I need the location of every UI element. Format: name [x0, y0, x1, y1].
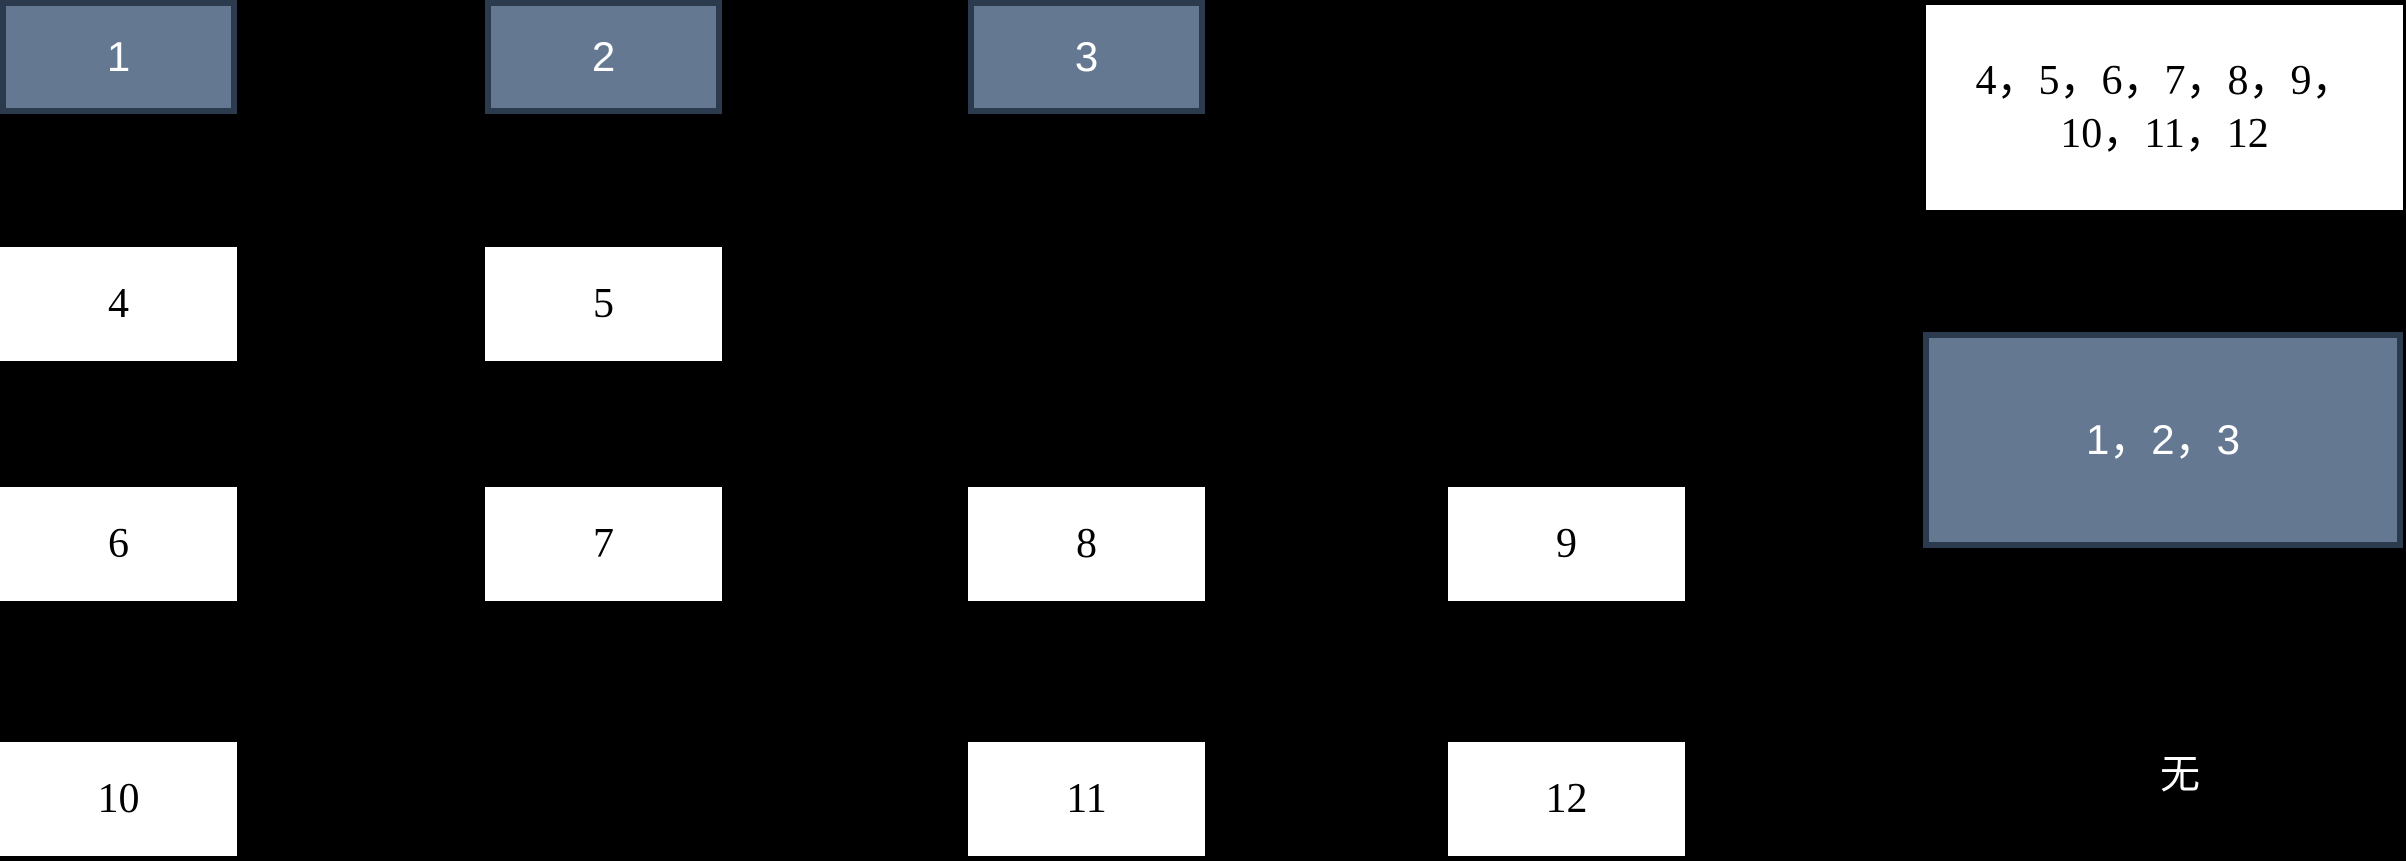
grid-cell-6[interactable]: 6: [0, 487, 237, 601]
grid-cell-11[interactable]: 11: [968, 742, 1205, 856]
selected-items-text: 1，2，3: [2085, 415, 2241, 463]
selected-items-panel: 1，2，3: [1923, 332, 2403, 548]
empty-state-note: 无: [2160, 753, 2200, 797]
grid-cell-4[interactable]: 4: [0, 247, 237, 361]
unselected-items-line-2: 10，11，12: [2060, 110, 2269, 157]
grid-cell-1[interactable]: 1: [0, 0, 237, 114]
grid-cell-10[interactable]: 10: [0, 742, 237, 856]
grid-cell-label: 4: [108, 281, 129, 327]
grid-cell-label: 10: [97, 776, 140, 822]
unselected-items-line-1: 4，5，6，7，8，9，: [1975, 58, 2354, 104]
grid-cell-label: 9: [1556, 521, 1577, 567]
grid-cell-label: 11: [1066, 776, 1107, 822]
grid-cell-label: 2: [591, 33, 616, 80]
grid-cell-label: 3: [1074, 33, 1099, 80]
unselected-items-text: 4，5，6，7，8，9， 10，11，12: [1944, 55, 2385, 160]
grid-cell-label: 5: [593, 281, 614, 327]
unselected-items-panel: 4，5，6，7，8，9， 10，11，12: [1926, 5, 2403, 210]
grid-cell-label: 6: [108, 521, 129, 567]
grid-cell-9[interactable]: 9: [1448, 487, 1685, 601]
grid-cell-2[interactable]: 2: [485, 0, 722, 114]
grid-cell-8[interactable]: 8: [968, 487, 1205, 601]
grid-cell-12[interactable]: 12: [1448, 742, 1685, 856]
grid-cell-label: 1: [106, 33, 131, 80]
grid-cell-7[interactable]: 7: [485, 487, 722, 601]
grid-cell-5[interactable]: 5: [485, 247, 722, 361]
grid-cell-label: 12: [1545, 776, 1588, 822]
grid-cell-3[interactable]: 3: [968, 0, 1205, 114]
grid-cell-label: 8: [1076, 521, 1097, 567]
grid-cell-label: 7: [593, 521, 614, 567]
